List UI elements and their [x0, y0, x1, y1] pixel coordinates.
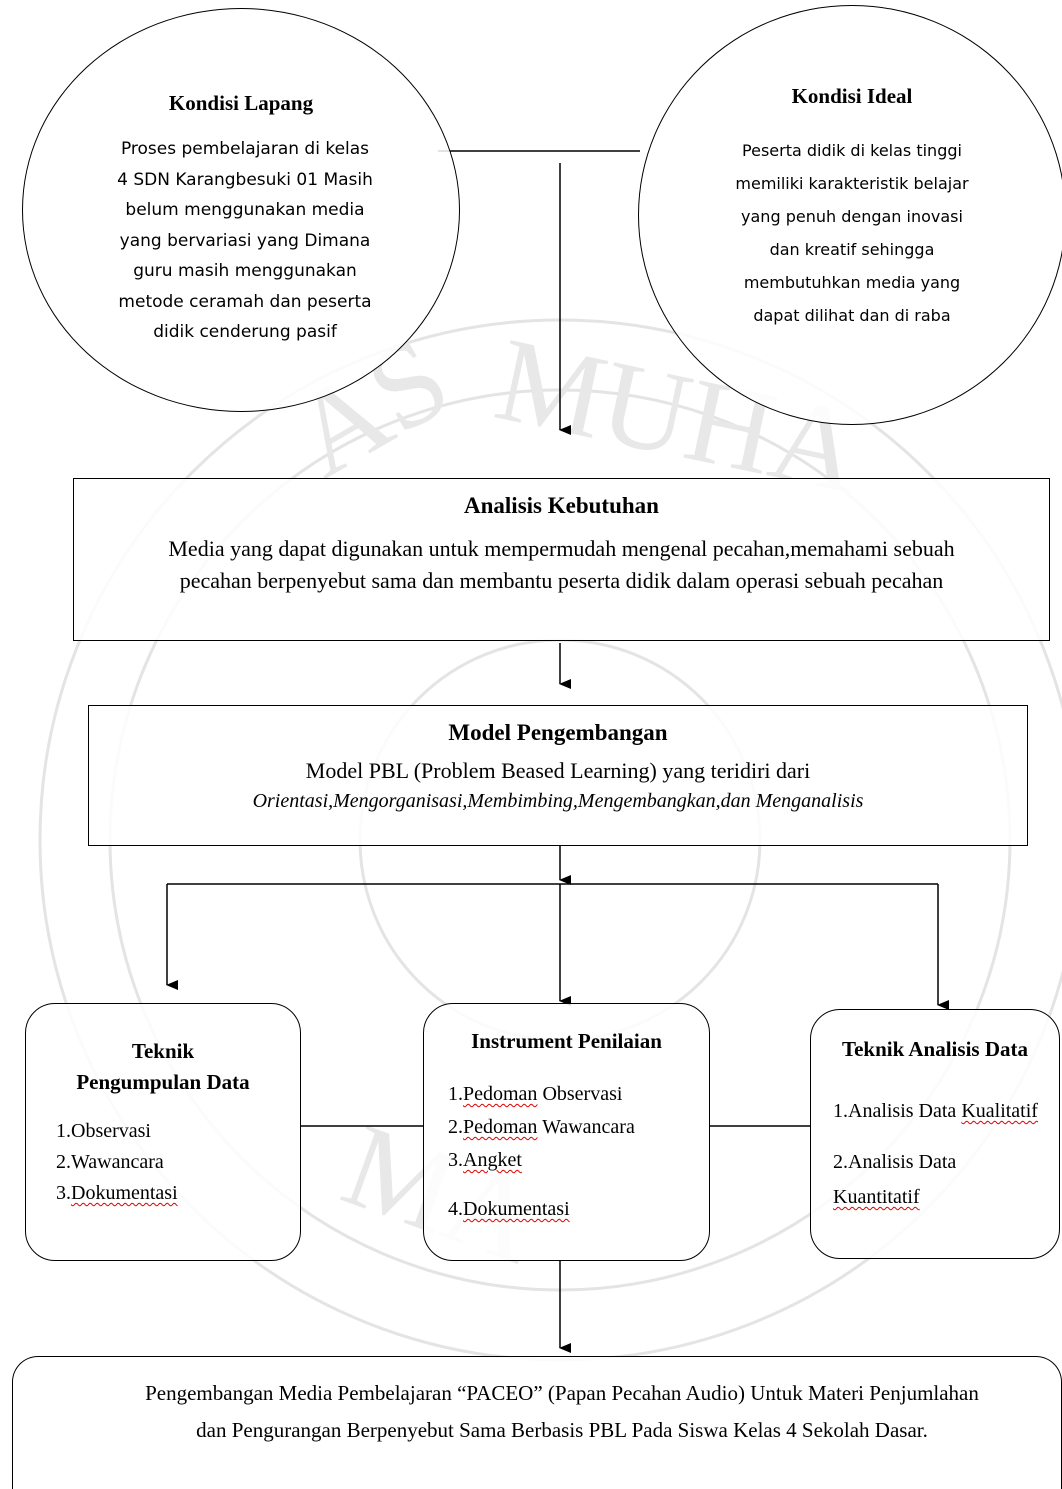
text-line: membutuhkan media yang — [743, 273, 961, 292]
item-text: Dokumentasi — [71, 1182, 178, 1204]
model-pengembangan-title: Model Pengembangan — [448, 720, 668, 745]
text-line: yang bervariasi yang Dimana — [119, 230, 371, 251]
model-pengembangan-text: Model PBL (Problem Beased Learning) yang… — [305, 758, 811, 783]
text-line: dan Pengurangan Berpenyebut Sama Berbasi… — [196, 1418, 928, 1442]
item-number: 3. — [56, 1182, 71, 1204]
item-text: Dokumentasi — [463, 1198, 570, 1220]
list-item: 3.Angket — [448, 1144, 635, 1177]
text-line: Peserta didik di kelas tinggi — [742, 141, 962, 160]
instrument-penilaian-list: 1.Pedoman Observasi 2.Pedoman Wawancara … — [448, 1078, 635, 1226]
text-line: Media yang dapat digunakan untuk memperm… — [168, 536, 955, 561]
teknik-pengumpulan-title: Teknik Pengumpulan Data — [26, 1036, 300, 1098]
text-line: pecahan berpenyebut sama dan membantu pe… — [179, 568, 944, 593]
item-number: 1. — [56, 1120, 71, 1142]
item-text-underlined: Kualitatif — [961, 1100, 1038, 1122]
list-item: 2.Analisis Data — [833, 1145, 1038, 1180]
kondisi-ideal-text: Peserta didik di kelas tinggi memiliki k… — [709, 134, 995, 332]
item-number: 3. — [448, 1149, 463, 1171]
kondisi-ideal-title: Kondisi Ideal — [791, 84, 913, 108]
item-number: 2. — [448, 1116, 463, 1138]
item-text-rest: Wawancara — [537, 1116, 635, 1138]
list-item: 2.Wawancara — [56, 1147, 178, 1178]
list-item: 3.Dokumentasi — [56, 1178, 178, 1209]
text-line: guru masih menggunakan — [133, 261, 357, 281]
item-text: Angket — [463, 1149, 522, 1171]
item-text: Pedoman — [463, 1083, 538, 1105]
item-text: 2.Analisis Data — [833, 1151, 957, 1173]
title-line: Teknik — [131, 1039, 195, 1063]
item-number: 2. — [56, 1151, 71, 1173]
teknik-pengumpulan-list: 1.Observasi 2.Wawancara 3.Dokumentasi — [56, 1116, 178, 1209]
text-line: Pengembangan Media Pembelajaran “PACEO” … — [145, 1381, 979, 1405]
hasil-pengembangan-box: Pengembangan Media Pembelajaran “PACEO” … — [12, 1356, 1062, 1489]
list-item: 1.Observasi — [56, 1116, 178, 1147]
kondisi-lapang-title: Kondisi Lapang — [168, 91, 314, 115]
list-item: 4.Dokumentasi — [448, 1193, 635, 1226]
analisis-kebutuhan-box: Analisis Kebutuhan Media yang dapat digu… — [73, 478, 1050, 641]
item-number: 1. — [448, 1083, 463, 1105]
item-text-underlined: Kuantitatif — [833, 1186, 920, 1208]
text-line: metode ceramah dan peserta — [118, 291, 372, 312]
teknik-analisis-title: Teknik Analisis Data — [842, 1037, 1028, 1061]
item-text: Observasi — [71, 1120, 151, 1142]
text-line: belum menggunakan media — [125, 200, 365, 220]
text-line: 4 SDN Karangbesuki 01 Masih — [117, 169, 373, 190]
list-item: 2.Pedoman Wawancara — [448, 1111, 635, 1144]
instrument-penilaian-title: Instrument Penilaian — [471, 1029, 662, 1053]
teknik-pengumpulan-data-box: Teknik Pengumpulan Data 1.Observasi 2.Wa… — [25, 1003, 301, 1261]
text-line: dan kreatif sehingga — [769, 240, 935, 259]
model-pengembangan-steps: Orientasi,Mengorganisasi,Membimbing,Meng… — [252, 790, 864, 812]
item-text: Wawancara — [71, 1151, 164, 1173]
text-line: Proses pembelajaran di kelas — [120, 139, 370, 159]
item-number: 4. — [448, 1198, 463, 1220]
model-pengembangan-box: Model Pengembangan Model PBL (Problem Be… — [88, 705, 1028, 846]
kondisi-ideal-circle: Kondisi Ideal Peserta didik di kelas tin… — [638, 5, 1062, 425]
list-item: 1.Pedoman Observasi — [448, 1078, 635, 1111]
title-line: Pengumpulan Data — [76, 1070, 250, 1094]
kondisi-lapang-text: Proses pembelajaran di kelas 4 SDN Karan… — [93, 134, 397, 348]
text-line: memiliki karakteristik belajar — [735, 174, 969, 193]
instrument-penilaian-box: Instrument Penilaian 1.Pedoman Observasi… — [423, 1003, 710, 1261]
teknik-analisis-list: 1.Analisis Data Kualitatif 2.Analisis Da… — [833, 1094, 1038, 1215]
hasil-pengembangan-text: Pengembangan Media Pembelajaran “PACEO” … — [73, 1375, 1051, 1449]
text-line: dapat dilihat dan di raba — [753, 306, 951, 325]
item-text: Pedoman — [463, 1116, 538, 1138]
list-item: 1.Analisis Data Kualitatif — [833, 1094, 1038, 1129]
item-text-rest: Observasi — [537, 1083, 623, 1105]
teknik-analisis-data-box: Teknik Analisis Data 1.Analisis Data Kua… — [810, 1009, 1060, 1259]
list-item-continued: Kuantitatif — [833, 1180, 1038, 1215]
item-text: 1.Analisis Data — [833, 1100, 962, 1122]
analisis-kebutuhan-text: Media yang dapat digunakan untuk memperm… — [104, 533, 1019, 597]
text-line: didik cenderung pasif — [153, 322, 337, 342]
text-line: yang penuh dengan inovasi — [741, 207, 963, 226]
kondisi-lapang-circle: Kondisi Lapang Proses pembelajaran di ke… — [22, 8, 460, 412]
analisis-kebutuhan-title: Analisis Kebutuhan — [464, 493, 659, 518]
